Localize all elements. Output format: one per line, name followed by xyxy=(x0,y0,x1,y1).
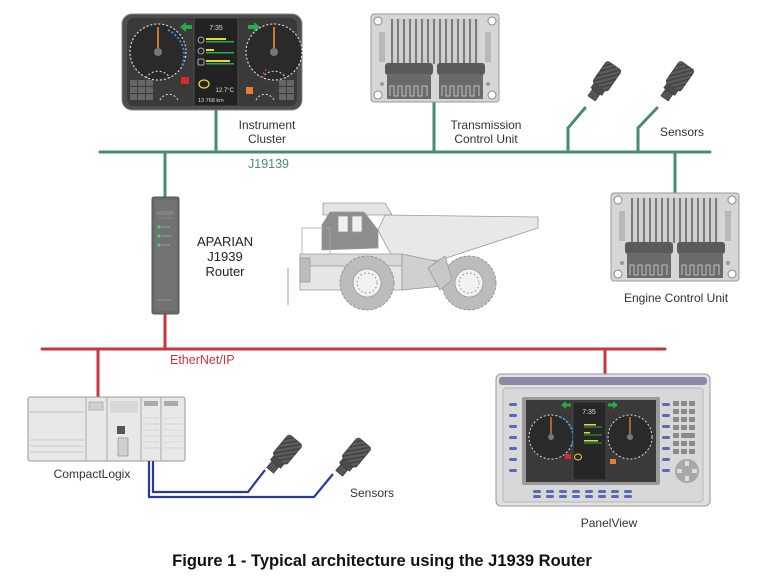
figure-caption: Figure 1 - Typical architecture using th… xyxy=(172,552,592,570)
panelview-time: 7:35 xyxy=(582,409,596,416)
aparian-router xyxy=(151,196,180,315)
j1939-drop-sensor-2 xyxy=(636,106,659,154)
router-label: APARIAN J1939 Router xyxy=(190,234,260,279)
sensor-cable-2 xyxy=(147,461,334,499)
compactlogix-label: CompactLogix xyxy=(53,467,131,481)
instrument-cluster: 7:35 12.7°C 13 768 km xyxy=(121,13,303,111)
j1939-bus-label: J19139 xyxy=(248,157,290,171)
router-led-3 xyxy=(157,243,161,247)
sensor-cable-1 xyxy=(151,461,266,494)
sensor-bottom-2 xyxy=(331,436,373,480)
transmission-control-unit xyxy=(370,13,500,103)
panelview-dpad xyxy=(675,459,699,483)
cluster-odometer: 13 768 km xyxy=(198,98,224,104)
ethernet-bus-label: EtherNet/IP xyxy=(170,353,235,367)
engine-control-unit xyxy=(610,192,740,282)
sensors-bottom-label: Sensors xyxy=(349,486,395,500)
tcu-label-line1: Transmission xyxy=(450,118,522,132)
ecu-label: Engine Control Unit xyxy=(623,291,729,305)
panelview-hmi: 7:35 xyxy=(495,373,711,507)
instrument-cluster-label-line2: Cluster xyxy=(247,132,286,146)
ethernet-bus xyxy=(40,312,667,399)
sensor-top-1 xyxy=(583,59,623,105)
sensor-bottom-1 xyxy=(262,433,304,477)
router-led-2 xyxy=(157,234,161,238)
router-led-1 xyxy=(157,225,161,229)
instrument-cluster-label: Instrument Cluster xyxy=(222,118,312,146)
compactlogix-controller xyxy=(27,396,186,462)
sensor-top-2 xyxy=(656,59,696,105)
sensors-top-label: Sensors xyxy=(659,125,705,139)
router-label-line2: J1939 xyxy=(207,249,243,264)
router-label-line3: Router xyxy=(205,264,245,279)
haul-truck-illustration xyxy=(287,202,539,311)
j1939-drop-sensor-1 xyxy=(566,106,587,154)
j1939-bus xyxy=(98,94,712,199)
router-label-line1: APARIAN xyxy=(196,234,254,249)
instrument-cluster-label-line1: Instrument xyxy=(238,118,296,132)
tcu-label: Transmission Control Unit xyxy=(436,118,536,146)
sensor-cables-highlight xyxy=(150,461,250,495)
cluster-time: 7:35 xyxy=(209,25,223,32)
panelview-label: PanelView xyxy=(580,516,638,530)
tcu-label-line2: Control Unit xyxy=(454,132,518,146)
sensor-cables xyxy=(147,461,334,499)
cluster-temperature: 12.7°C xyxy=(216,88,235,94)
